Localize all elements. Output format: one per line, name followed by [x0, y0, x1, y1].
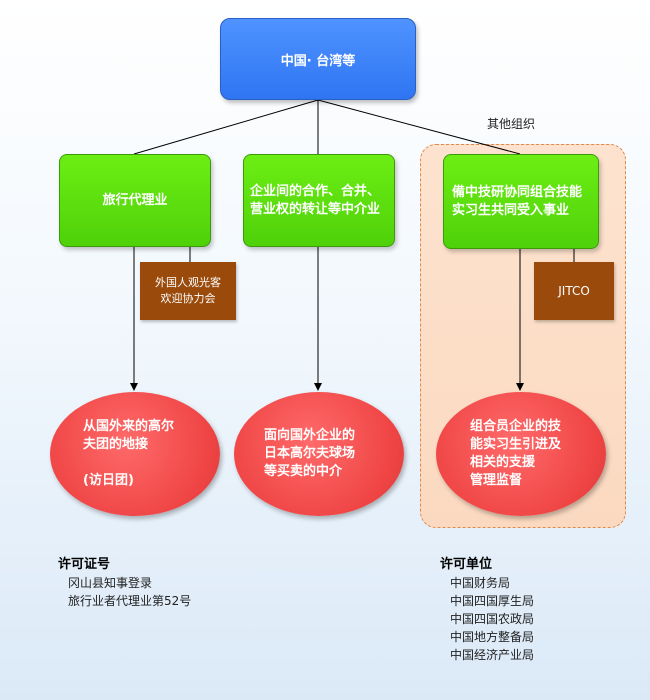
category-technical-intern: 備中技研协同组合技能实习生共同受入事业	[443, 154, 599, 249]
category-travel-agency: 旅行代理业	[59, 154, 211, 247]
permit-line: 中国四国农政局	[450, 612, 535, 626]
category-business-brokerage: 企业间的合作、合并、营业权的转让等中介业	[243, 154, 395, 247]
other-organization-label: 其他组织	[487, 117, 536, 131]
permit-line: 中国经济产业局	[450, 648, 535, 662]
link-top-to-travel	[133, 99, 319, 155]
license-title: 许可证号	[58, 557, 111, 572]
permit-line: 中国财务局	[450, 576, 511, 590]
result-intern-supervision: 组合员企业的技 能实习生引进及 相关的支援 管理监督	[436, 392, 606, 516]
top-node: 中国· 台湾等	[220, 18, 416, 100]
link-top-to-tech	[317, 99, 521, 155]
permit-info: 许可单位 中国财务局 中国四国厚生局 中国四国农政局 中国地方整备局 中国经济产…	[440, 556, 534, 664]
partner-welcome-association: 外国人观光客 欢迎协力会	[140, 262, 236, 320]
partner-jitco: JITCO	[534, 262, 614, 320]
permit-line: 中国地方整备局	[450, 630, 535, 644]
license-line: 旅行业者代理业第52号	[68, 594, 192, 608]
permit-title: 许可单位	[440, 557, 493, 572]
license-info: 许可证号 冈山县知事登录 旅行业者代理业第52号	[58, 556, 191, 610]
result-golf-inbound: 从国外来的高尔 夫团的地接 (访日团)	[50, 392, 220, 516]
license-line: 冈山县知事登录	[68, 576, 153, 590]
permit-line: 中国四国厚生局	[450, 594, 535, 608]
result-golf-course-brokerage: 面向国外企业的 日本高尔夫球场 等买卖的中介	[234, 392, 404, 516]
partner-welcome-text: 外国人观光客 欢迎协力会	[155, 276, 221, 305]
